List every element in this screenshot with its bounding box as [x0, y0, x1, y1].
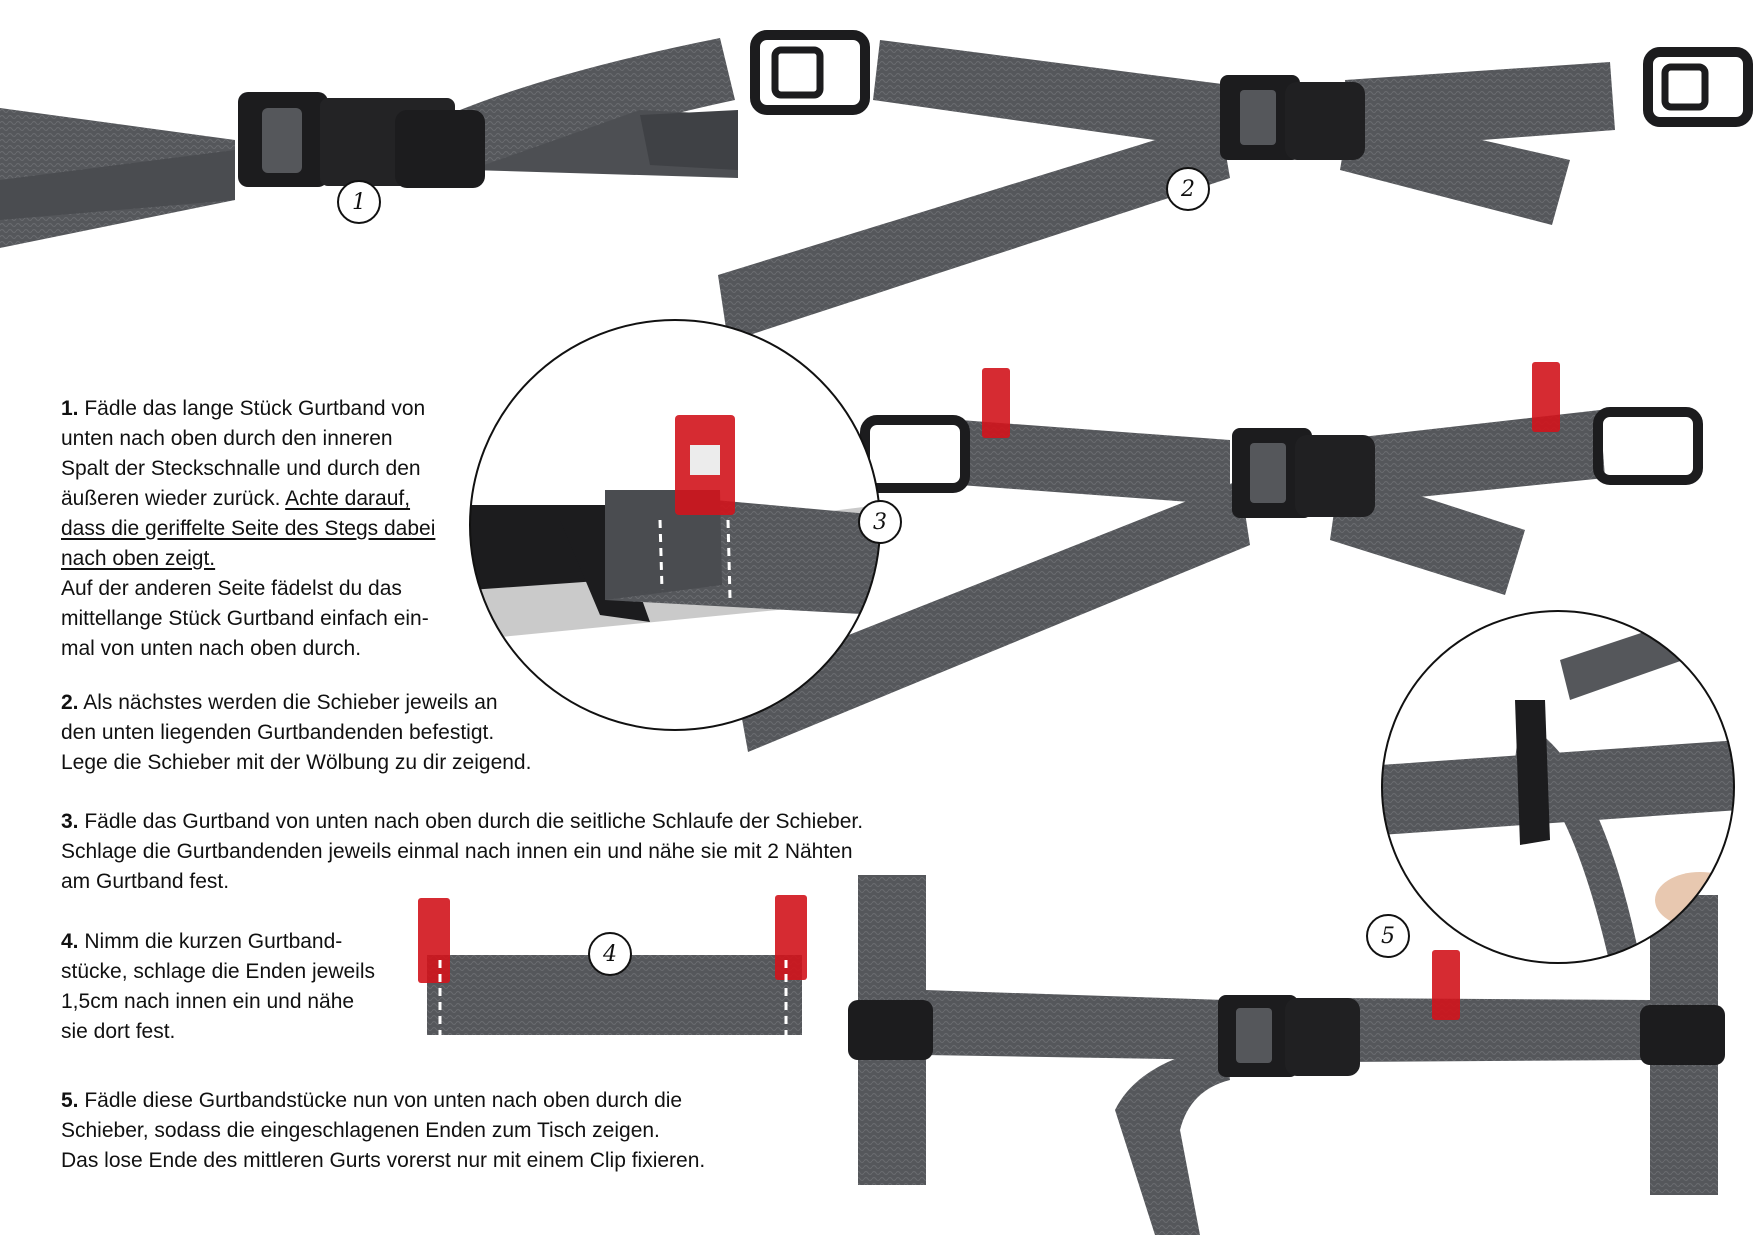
step-1-line: äußeren wieder zurück.	[61, 487, 281, 510]
step-3-text: 3. Fädle das Gurtband von unten nach obe…	[61, 807, 863, 897]
step-1-number: 1.	[61, 397, 79, 420]
step-badge-3: 3	[858, 500, 902, 544]
step-5-number: 5.	[61, 1089, 79, 1112]
step-1-line: Fädle das lange Stück Gurtband von	[84, 397, 426, 420]
step-1-warning-line: nach oben zeigt.	[61, 547, 216, 570]
step-2-text: 2. Als nächstes werden die Schieber jewe…	[61, 688, 531, 778]
step-1-warning-line: dass die geriffelte Seite des Stegs dabe…	[61, 517, 436, 540]
step-badge-5: 5	[1366, 914, 1410, 958]
step-4-line: Nimm die kurzen Gurtband-	[84, 930, 343, 953]
inset-circle-sewing-detail	[469, 319, 881, 731]
step-2-line: den unten liegenden Gurtbandenden befest…	[61, 721, 495, 744]
step-4-line: stücke, schlage die Enden jeweils	[61, 960, 376, 983]
step-2-line: Lege die Schieber mit der Wölbung zu dir…	[61, 751, 532, 774]
step-1-text: 1. Fädle das lange Stück Gurtband von un…	[61, 394, 481, 664]
step-1-line: mal von unten nach oben durch.	[61, 637, 362, 660]
step-4-line: 1,5cm nach innen ein und nähe	[61, 990, 355, 1013]
step-1-line: Spalt der Steckschnalle und durch den	[61, 457, 421, 480]
step-2-number: 2.	[61, 691, 79, 714]
photo-buckle-closeup	[0, 38, 738, 248]
step-4-line: sie dort fest.	[61, 1020, 176, 1043]
step-2-line: Als nächstes werden die Schieber jeweils…	[83, 691, 498, 714]
photo-final-assembly	[848, 875, 1725, 1235]
step-3-number: 3.	[61, 810, 79, 833]
step-5-line: Schieber, sodass die eingeschlagenen End…	[61, 1119, 660, 1142]
step-5-line: Fädle diese Gurtbandstücke nun von unten…	[84, 1089, 683, 1112]
step-1-line: Auf der anderen Seite fädelst du das	[61, 577, 402, 600]
step-3-line: Fädle das Gurtband von unten nach oben d…	[84, 810, 864, 833]
step-1-line: mittellange Stück Gurtband einfach ein-	[61, 607, 429, 630]
photo-strap-layout	[718, 30, 1753, 342]
step-4-number: 4.	[61, 930, 79, 953]
step-badge-1: 1	[337, 180, 381, 224]
step-4-text: 4. Nimm die kurzen Gurtband- stücke, sch…	[61, 927, 375, 1047]
step-5-text: 5. Fädle diese Gurtbandstücke nun von un…	[61, 1086, 705, 1176]
step-badge-2: 2	[1166, 167, 1210, 211]
step-1-warning: Achte darauf,	[285, 487, 411, 510]
step-5-line: Das lose Ende des mittleren Gurts vorers…	[61, 1149, 706, 1172]
step-3-line: Schlage die Gurtbandenden jeweils einmal…	[61, 840, 853, 863]
inset-circle-slider-detail	[1381, 610, 1735, 964]
step-1-line: unten nach oben durch den inneren	[61, 427, 393, 450]
step-badge-4: 4	[588, 932, 632, 976]
step-3-line: am Gurtband fest.	[61, 870, 230, 893]
